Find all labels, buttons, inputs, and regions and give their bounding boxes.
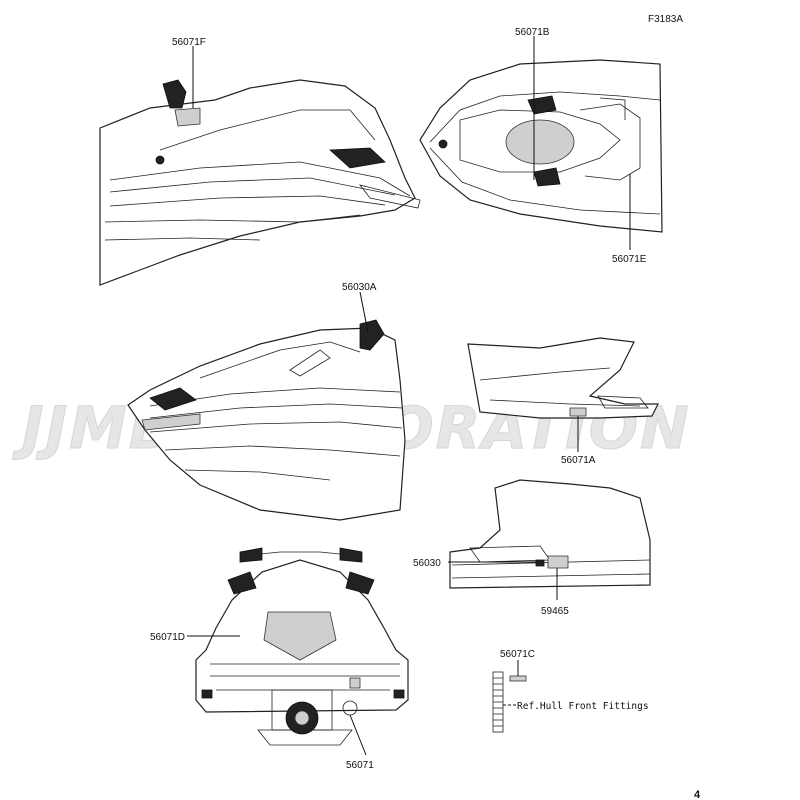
leader-56071 <box>349 714 367 756</box>
rear-view <box>195 547 409 746</box>
callout-56071: 56071 <box>346 760 374 771</box>
side-front-view <box>99 79 421 286</box>
callout-56071D: 56071D <box>150 632 185 643</box>
rear-side-lower-view <box>449 479 651 589</box>
callout-59465: 59465 <box>541 606 569 617</box>
rear-side-view <box>467 337 659 419</box>
callout-56030: 56030 <box>413 558 441 569</box>
callout-56071B: 56071B <box>515 27 550 38</box>
callout-56071A: 56071A <box>561 455 596 466</box>
leader-56030A <box>359 291 369 333</box>
callout-56071F: 56071F <box>172 37 206 48</box>
fitting-detail <box>492 671 527 733</box>
figure-code: F3183A <box>648 14 683 25</box>
callout-56071E: 56071E <box>612 254 647 265</box>
top-view <box>419 59 663 233</box>
callout-56071C: 56071C <box>500 649 535 660</box>
page-number: 4 <box>694 789 701 800</box>
note-ref-hull-front-fittings: Ref.Hull Front Fittings <box>517 701 649 712</box>
callout-56030A: 56030A <box>342 282 377 293</box>
side-front-view-2 <box>127 319 406 521</box>
